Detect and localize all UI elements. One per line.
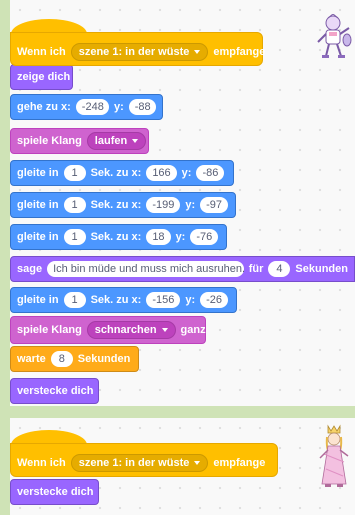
goto-xy-block[interactable]: gehe zu x: -248 y: -88 <box>10 94 163 120</box>
block-label: zeige dich <box>17 71 71 83</box>
princess-sprite-icon <box>316 424 352 501</box>
secs-input[interactable]: 8 <box>50 351 73 367</box>
y-input[interactable]: -76 <box>190 229 219 245</box>
sound-dropdown[interactable]: schnarchen <box>86 321 176 339</box>
block-label: Wenn ich <box>17 457 66 469</box>
x-input[interactable]: -248 <box>75 99 109 115</box>
block-label: spiele Klang <box>17 135 82 147</box>
secs-input[interactable]: 1 <box>63 197 86 213</box>
message-dropdown[interactable]: szene 1: in der wüste <box>70 454 209 472</box>
block-label: für <box>248 263 264 275</box>
chevron-down-icon <box>161 328 168 332</box>
block-label: Sekunden <box>295 263 348 275</box>
secs-input[interactable]: 1 <box>63 229 86 245</box>
secs-input[interactable]: 1 <box>63 165 86 181</box>
sound-dropdown-value: schnarchen <box>94 324 157 336</box>
y-input[interactable]: -86 <box>196 165 225 181</box>
block-label: empfange <box>213 46 266 58</box>
hide-block[interactable]: verstecke dich <box>10 378 99 404</box>
x-input[interactable]: -156 <box>146 292 181 308</box>
block-label: Wenn ich <box>17 46 66 58</box>
say-for-secs-block[interactable]: sage Ich bin müde und muss mich ausruhen… <box>10 256 355 282</box>
block-label: Sek. zu x: <box>90 294 142 306</box>
show-block[interactable]: zeige dich <box>10 64 73 90</box>
say-text-input[interactable]: Ich bin müde und muss mich ausruhen. <box>47 261 245 277</box>
chevron-down-icon <box>132 139 139 143</box>
block-label: spiele Klang <box>17 324 82 336</box>
block-label: Sek. zu x: <box>90 231 142 243</box>
block-label: verstecke dich <box>17 486 94 498</box>
y-input[interactable]: -26 <box>200 292 229 308</box>
block-label: Sekunden <box>77 353 131 365</box>
block-label: sage <box>17 263 43 275</box>
chevron-down-icon <box>194 50 201 54</box>
block-label: gehe zu x: <box>17 101 71 113</box>
glide-block[interactable]: gleite in 1 Sek. zu x: -156 y: -26 <box>10 287 237 313</box>
glide-block[interactable]: gleite in 1 Sek. zu x: -199 y: -97 <box>10 192 236 218</box>
sound-dropdown[interactable]: laufen <box>86 132 147 150</box>
block-label: ganz <box>180 324 206 336</box>
script-area-princess[interactable]: Wenn ich szene 1: in der wüste empfange … <box>10 418 355 515</box>
block-label: gleite in <box>17 294 59 306</box>
y-input[interactable]: -88 <box>128 99 156 115</box>
script-area-knight[interactable]: Wenn ich szene 1: in der wüste empfange … <box>10 0 355 406</box>
block-label: y: <box>181 167 192 179</box>
message-dropdown-value: szene 1: in der wüste <box>78 457 190 469</box>
block-label: warte <box>17 353 46 365</box>
secs-input[interactable]: 4 <box>268 261 291 277</box>
wait-block[interactable]: warte 8 Sekunden <box>10 346 139 372</box>
when-i-receive-block[interactable]: Wenn ich szene 1: in der wüste empfange <box>10 430 278 477</box>
block-label: y: <box>175 231 186 243</box>
sound-dropdown-value: laufen <box>94 135 128 147</box>
hide-block[interactable]: verstecke dich <box>10 479 99 505</box>
x-input[interactable]: -199 <box>146 197 181 213</box>
block-label: Sek. zu x: <box>90 199 142 211</box>
play-sound-block[interactable]: spiele Klang laufen <box>10 128 149 154</box>
chevron-down-icon <box>194 461 201 465</box>
y-input[interactable]: -97 <box>200 197 229 213</box>
x-input[interactable]: 18 <box>146 229 171 245</box>
block-label: verstecke dich <box>17 385 94 397</box>
play-sound-until-done-block[interactable]: spiele Klang schnarchen ganz <box>10 316 206 344</box>
glide-block[interactable]: gleite in 1 Sek. zu x: 166 y: -86 <box>10 160 234 186</box>
block-label: Sek. zu x: <box>90 167 142 179</box>
block-label: y: <box>113 101 124 113</box>
secs-input[interactable]: 1 <box>63 292 86 308</box>
when-i-receive-block[interactable]: Wenn ich szene 1: in der wüste empfange <box>10 19 266 66</box>
message-dropdown-value: szene 1: in der wüste <box>78 46 190 58</box>
block-label: gleite in <box>17 167 59 179</box>
glide-block[interactable]: gleite in 1 Sek. zu x: 18 y: -76 <box>10 224 227 250</box>
block-label: y: <box>185 294 196 306</box>
knight-sprite-icon <box>316 13 352 65</box>
x-input[interactable]: 166 <box>146 165 177 181</box>
message-dropdown[interactable]: szene 1: in der wüste <box>70 43 209 61</box>
block-label: empfange <box>213 457 266 469</box>
block-label: gleite in <box>17 231 59 243</box>
block-label: gleite in <box>17 199 59 211</box>
block-label: y: <box>185 199 196 211</box>
